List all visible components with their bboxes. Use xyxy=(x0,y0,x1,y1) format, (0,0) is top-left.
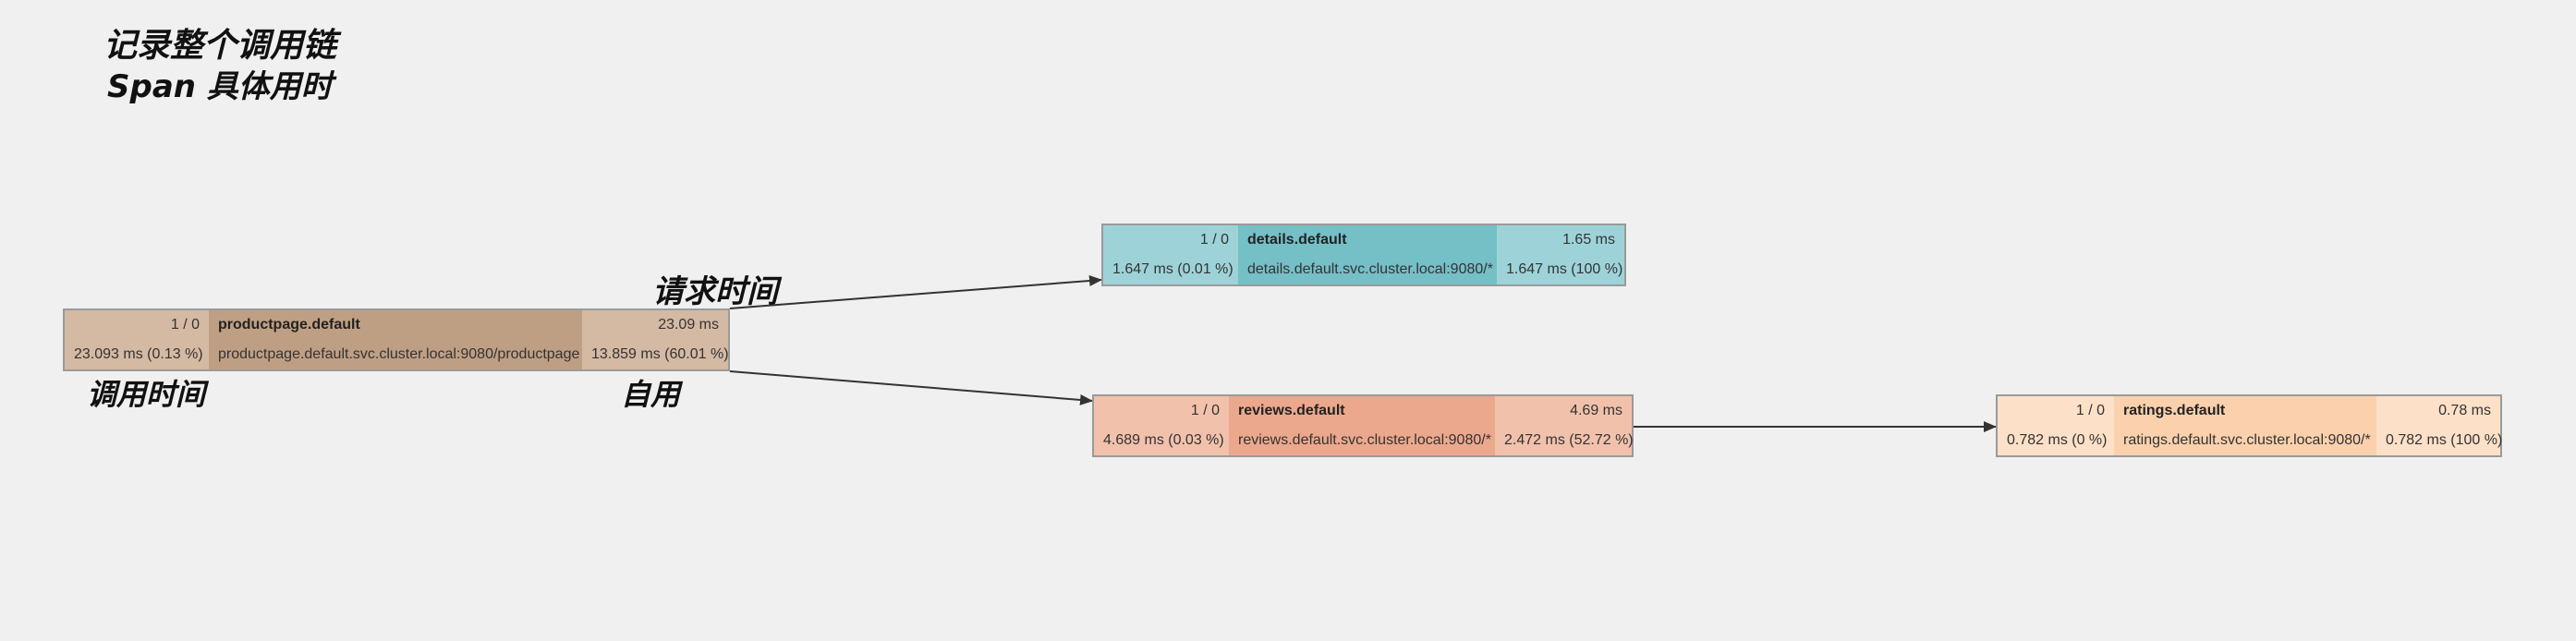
node-info: details.default details.default.svc.clus… xyxy=(1238,225,1497,284)
node-stats-left: 1 / 0 1.647 ms (0.01 %) xyxy=(1103,225,1238,284)
node-stats-right: 23.09 ms 13.859 ms (60.01 %) xyxy=(582,310,729,369)
node-reviews[interactable]: 1 / 0 4.689 ms (0.03 %) reviews.default … xyxy=(1092,394,1634,457)
node-ratio: 1 / 0 xyxy=(170,317,200,333)
node-total-time: 4.69 ms xyxy=(1570,403,1622,418)
edge-productpage-details xyxy=(729,275,1102,309)
node-ratings[interactable]: 1 / 0 0.782 ms (0 %) ratings.default rat… xyxy=(1996,394,2502,457)
node-info: ratings.default ratings.default.svc.clus… xyxy=(2114,396,2376,455)
annotation-request-time: 请求时间 xyxy=(652,273,778,310)
node-details[interactable]: 1 / 0 1.647 ms (0.01 %) details.default … xyxy=(1101,224,1626,286)
node-info: reviews.default reviews.default.svc.clus… xyxy=(1229,396,1495,455)
edge-productpage-reviews xyxy=(729,370,1093,405)
annotation-call-time: 调用时间 xyxy=(87,377,206,412)
node-ratio: 1 / 0 xyxy=(2075,403,2105,418)
node-name: details.default xyxy=(1247,232,1347,248)
node-name: reviews.default xyxy=(1238,403,1345,418)
node-info: productpage.default productpage.default.… xyxy=(209,310,582,369)
node-name: ratings.default xyxy=(2123,403,2226,418)
node-total-time: 23.09 ms xyxy=(658,317,719,333)
node-self-time: 1.647 ms (100 %) xyxy=(1506,261,1623,277)
node-self-time: 0.782 ms (100 %) xyxy=(2386,432,2503,448)
node-productpage[interactable]: 1 / 0 23.093 ms (0.13 %) productpage.def… xyxy=(63,308,730,371)
node-stats-right: 4.69 ms 2.472 ms (52.72 %) xyxy=(1495,396,1634,455)
annotation-self-time: 自用 xyxy=(621,377,681,412)
node-name: productpage.default xyxy=(218,317,360,333)
node-endpoint: details.default.svc.cluster.local:9080/* xyxy=(1247,261,1493,277)
node-ratio: 1 / 0 xyxy=(1199,232,1229,248)
annotation-call-chain: 记录整个调用链 xyxy=(103,27,337,65)
node-stats-left: 1 / 0 0.782 ms (0 %) xyxy=(1998,396,2114,455)
node-stats-left: 1 / 0 23.093 ms (0.13 %) xyxy=(65,310,209,369)
node-call-time: 23.093 ms (0.13 %) xyxy=(74,346,203,362)
node-endpoint: ratings.default.svc.cluster.local:9080/* xyxy=(2123,432,2371,448)
node-stats-right: 0.78 ms 0.782 ms (100 %) xyxy=(2376,396,2503,455)
node-endpoint: productpage.default.svc.cluster.local:90… xyxy=(218,346,580,362)
node-endpoint: reviews.default.svc.cluster.local:9080/* xyxy=(1238,432,1491,448)
node-self-time: 13.859 ms (60.01 %) xyxy=(591,346,729,362)
node-ratio: 1 / 0 xyxy=(1190,403,1220,418)
node-call-time: 4.689 ms (0.03 %) xyxy=(1103,432,1224,448)
node-call-time: 0.782 ms (0 %) xyxy=(2007,432,2108,448)
node-total-time: 1.65 ms xyxy=(1562,232,1615,248)
node-call-time: 1.647 ms (0.01 %) xyxy=(1112,261,1233,277)
annotation-span-time: Span 具体用时 xyxy=(107,68,333,105)
node-stats-right: 1.65 ms 1.647 ms (100 %) xyxy=(1497,225,1624,284)
node-stats-left: 1 / 0 4.689 ms (0.03 %) xyxy=(1094,396,1229,455)
node-total-time: 0.78 ms xyxy=(2438,403,2491,418)
node-self-time: 2.472 ms (52.72 %) xyxy=(1504,432,1634,448)
